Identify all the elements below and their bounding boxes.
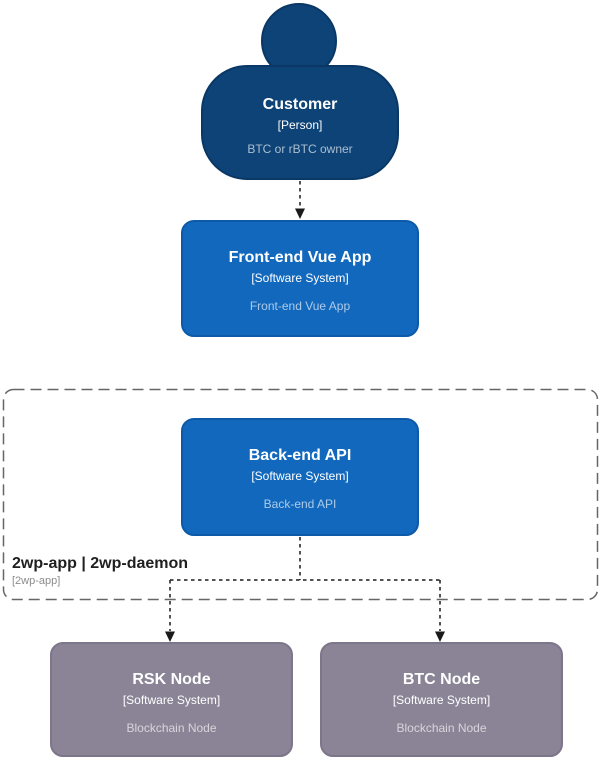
arrowhead-customer-to-frontend bbox=[295, 208, 305, 219]
node-title: BTC Node bbox=[402, 671, 481, 688]
node-title: RSK Node bbox=[132, 671, 211, 688]
container-boundary-label: 2wp-app | 2wp-daemon [2wp-app] bbox=[12, 554, 188, 588]
backend-api-node[interactable]: Back-end API [Software System] Back-end … bbox=[181, 418, 419, 536]
node-type: [Software System] bbox=[251, 271, 349, 285]
person-body: Customer [Person] BTC or rBTC owner bbox=[201, 65, 399, 180]
node-description: BTC or rBTC owner bbox=[247, 142, 353, 156]
node-title: Front-end Vue App bbox=[228, 249, 372, 266]
node-description: Front-end Vue App bbox=[249, 299, 351, 313]
node-title: Back-end API bbox=[248, 447, 352, 464]
btc-node[interactable]: BTC Node [Software System] Blockchain No… bbox=[320, 642, 563, 757]
frontend-vue-app-node[interactable]: Front-end Vue App [Software System] Fron… bbox=[181, 220, 419, 337]
node-type: [Software System] bbox=[392, 693, 491, 707]
boundary-type: [2wp-app] bbox=[12, 575, 61, 587]
node-type: [Software System] bbox=[122, 693, 221, 707]
node-description: Back-end API bbox=[263, 497, 337, 511]
arrowhead-backend-to-rsk bbox=[165, 631, 175, 642]
boundary-title: 2wp-app | 2wp-daemon bbox=[12, 555, 189, 572]
node-type: [Person] bbox=[277, 118, 323, 132]
rsk-node[interactable]: RSK Node [Software System] Blockchain No… bbox=[50, 642, 293, 757]
node-type: [Software System] bbox=[251, 469, 349, 483]
node-title: Customer bbox=[262, 96, 338, 113]
arrowhead-backend-to-btc bbox=[435, 631, 445, 642]
node-description: Blockchain Node bbox=[396, 721, 487, 735]
node-description: Blockchain Node bbox=[126, 721, 217, 735]
